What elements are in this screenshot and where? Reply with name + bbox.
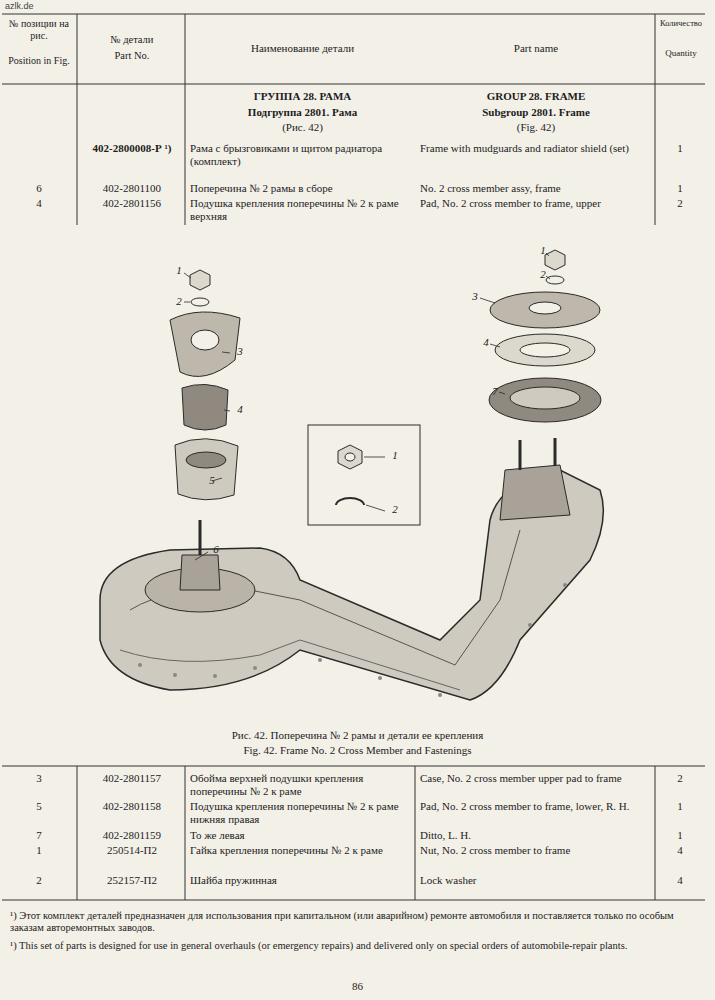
callout-number: 1 xyxy=(388,449,402,462)
part-name-en: Ditto, L. H. xyxy=(420,829,652,842)
position-number: 4 xyxy=(4,197,74,210)
footnote: ¹) This set of parts is designed for use… xyxy=(10,940,705,952)
column-header: Part No. xyxy=(80,50,184,62)
column-header: № позиции на рис. xyxy=(4,18,74,42)
quantity: 1 xyxy=(658,142,702,155)
quantity: 4 xyxy=(658,874,702,887)
callout-number: 1 xyxy=(536,244,550,257)
group-heading: Subgroup 2801. Frame xyxy=(420,106,652,119)
callout-number: 4 xyxy=(479,336,493,349)
quantity: 2 xyxy=(658,772,702,785)
group-heading: ГРУППА 28. РАМА xyxy=(190,90,415,103)
position-number: 3 xyxy=(4,772,74,785)
callout-number: 5 xyxy=(205,474,219,487)
part-name-ru: Гайка крепления поперечины № 2 к раме xyxy=(190,844,412,857)
part-name-ru: Подушка крепления поперечины № 2 к раме … xyxy=(190,800,412,826)
part-number: 402-2801158 xyxy=(80,800,184,813)
page-number: 86 xyxy=(320,980,395,993)
table-rules xyxy=(2,14,705,900)
position-number: 5 xyxy=(4,800,74,813)
figure-caption: Рис. 42. Поперечина № 2 рамы и детали ее… xyxy=(10,729,705,742)
part-name-ru: Рама с брызговиками и щитом радиатора (к… xyxy=(190,142,415,168)
quantity: 1 xyxy=(658,800,702,813)
part-number: 252157-П2 xyxy=(80,874,184,887)
part-number: 402-2801159 xyxy=(80,829,184,842)
callout-number: 2 xyxy=(172,295,186,308)
quantity: 4 xyxy=(658,844,702,857)
part-name-ru: Шайба пружинная xyxy=(190,874,412,887)
part-name-en: Case, No. 2 cross member upper pad to fr… xyxy=(420,772,652,785)
position-number: 7 xyxy=(4,829,74,842)
part-name-en: Pad, No. 2 cross member to frame, lower,… xyxy=(420,800,652,813)
column-header: Part name xyxy=(420,42,652,55)
part-name-en: Frame with mudguards and radiator shield… xyxy=(420,142,652,155)
group-heading: (Рис. 42) xyxy=(190,121,415,134)
callout-number: 2 xyxy=(536,268,550,281)
group-heading: GROUP 28. FRAME xyxy=(420,90,652,103)
callout-number: 3 xyxy=(468,290,482,303)
part-number: 402-2801100 xyxy=(80,182,184,195)
callout-number: 3 xyxy=(233,345,247,358)
footnote: ¹) Этот комплект деталей предназначен дл… xyxy=(10,910,705,935)
callout-number: 4 xyxy=(233,403,247,416)
part-name-ru: То же левая xyxy=(190,829,412,842)
watermark: azlk.de xyxy=(5,1,85,12)
part-name-en: Pad, No. 2 cross member to frame, upper xyxy=(420,197,652,210)
part-number: 402-2801157 xyxy=(80,772,184,785)
callout-number: 1 xyxy=(172,264,186,277)
position-number: 6 xyxy=(4,182,74,195)
position-number: 2 xyxy=(4,874,74,887)
column-header: Quantity xyxy=(657,48,705,59)
part-name-en: Nut, No. 2 cross member to frame xyxy=(420,844,652,857)
cross-member-illustration xyxy=(100,250,603,700)
figure-caption: Fig. 42. Frame No. 2 Cross Member and Fa… xyxy=(10,744,705,757)
part-name-en: Lock washer xyxy=(420,874,652,887)
part-name-ru: Поперечина № 2 рамы в сборе xyxy=(190,182,415,195)
part-number: 402-2801156 xyxy=(80,197,184,210)
column-header: Position in Fig. xyxy=(4,55,74,67)
column-header: № детали xyxy=(80,34,184,46)
column-header: Количество xyxy=(657,18,705,28)
position-number: 1 xyxy=(4,844,74,857)
callout-number: 7 xyxy=(488,385,502,398)
quantity: 2 xyxy=(658,197,702,210)
callout-number: 6 xyxy=(209,543,223,556)
callout-number: 2 xyxy=(388,503,402,516)
quantity: 1 xyxy=(658,182,702,195)
part-number: 402-2800008-Р ¹) xyxy=(80,142,184,155)
part-name-ru: Обойма верхней подушки крепления попереч… xyxy=(190,772,412,798)
group-heading: (Fig. 42) xyxy=(420,121,652,134)
part-name-en: No. 2 cross member assy, frame xyxy=(420,182,652,195)
quantity: 1 xyxy=(658,829,702,842)
part-name-ru: Подушка крепления поперечины № 2 к раме … xyxy=(190,197,415,223)
part-number: 250514-П2 xyxy=(80,844,184,857)
column-header: Наименование детали xyxy=(190,42,415,55)
group-heading: Подгруппа 2801. Рама xyxy=(190,106,415,119)
